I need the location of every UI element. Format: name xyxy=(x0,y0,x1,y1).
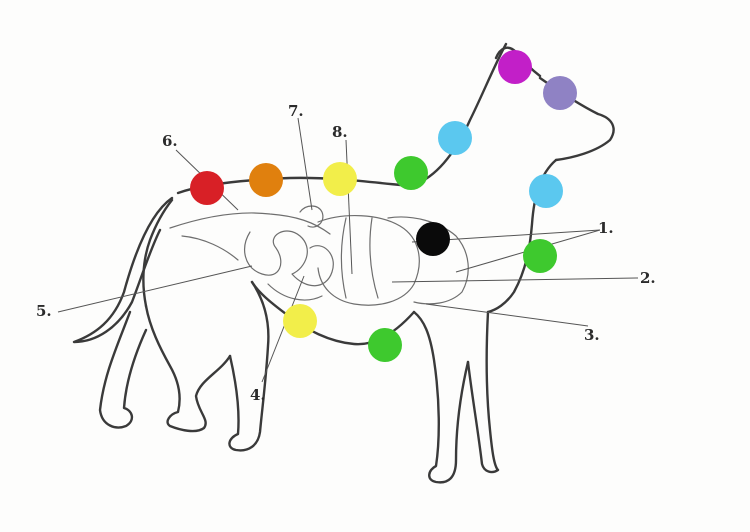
label-2: 2. xyxy=(640,269,656,287)
marker-orange xyxy=(249,163,283,197)
leader-4 xyxy=(261,275,305,383)
label-6: 6. xyxy=(162,132,178,150)
label-4: 4. xyxy=(250,386,266,404)
rump-line xyxy=(142,198,174,308)
marker-magenta xyxy=(498,50,532,84)
leader-7 xyxy=(297,117,313,211)
marker-yellow-belly xyxy=(283,304,317,338)
label-1: 1. xyxy=(598,219,614,237)
hind-leg-back xyxy=(144,304,232,433)
colored-markers xyxy=(190,50,577,362)
leader-5 xyxy=(57,265,253,313)
marker-green-chest xyxy=(523,239,557,273)
leader-3 xyxy=(425,303,589,327)
marker-green-back xyxy=(394,156,428,190)
stomach xyxy=(317,215,420,306)
intestine-loops xyxy=(169,212,334,301)
label-7: 7. xyxy=(288,102,304,120)
label-5: 5. xyxy=(36,302,52,320)
far-hind-leg xyxy=(98,310,148,429)
marker-cyan-lower xyxy=(529,174,563,208)
tail-outline xyxy=(72,196,174,344)
stomach-folds xyxy=(340,217,379,299)
front-leg-right xyxy=(466,310,500,474)
marker-lavender xyxy=(543,76,577,110)
marker-black xyxy=(416,222,450,256)
internal-organs xyxy=(169,205,469,306)
kidney xyxy=(299,205,324,228)
leader-2 xyxy=(391,277,639,283)
marker-cyan-upper xyxy=(438,121,472,155)
liver xyxy=(387,216,469,305)
label-3: 3. xyxy=(584,326,600,344)
front-leg-left xyxy=(412,310,470,484)
leader-8 xyxy=(345,139,353,275)
marker-green-belly xyxy=(368,328,402,362)
hind-leg-front xyxy=(228,280,270,452)
marker-yellow-back xyxy=(323,162,357,196)
number-labels: 1. 2. 3. 4. 5. 6. 7. 8. xyxy=(36,102,656,404)
label-8: 8. xyxy=(332,123,348,141)
marker-red xyxy=(190,171,224,205)
